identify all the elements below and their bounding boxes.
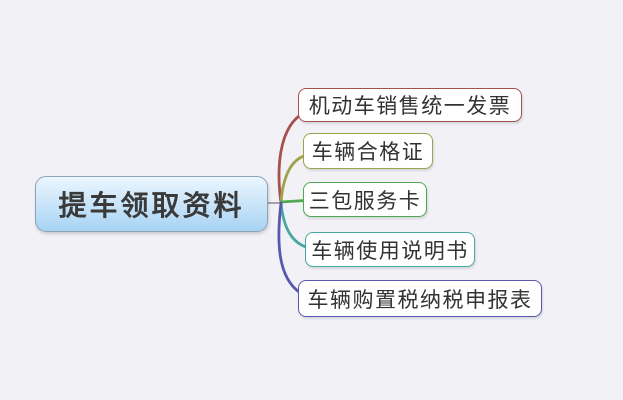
branch-node-label: 车辆使用说明书 xyxy=(311,238,469,263)
branch-connector-1 xyxy=(277,114,301,205)
root-node[interactable]: 提车领取资料 xyxy=(35,176,268,232)
branch-node-sales-invoice[interactable]: 机动车销售统一发票 xyxy=(298,88,522,122)
branch-node-label: 三包服务卡 xyxy=(308,188,422,213)
branch-connector-2 xyxy=(279,154,306,205)
branch-node-label: 车辆合格证 xyxy=(311,140,425,164)
branch-connector-5 xyxy=(277,201,301,294)
branch-node-vehicle-certificate[interactable]: 车辆合格证 xyxy=(303,133,433,169)
branch-node-label: 机动车销售统一发票 xyxy=(308,94,512,118)
branch-node-purchase-tax-form[interactable]: 车辆购置税纳税申报表 xyxy=(298,280,542,317)
root-node-label: 提车领取资料 xyxy=(58,191,245,222)
branch-node-warranty-card[interactable]: 三包服务卡 xyxy=(303,182,427,217)
branch-connector-3 xyxy=(279,199,307,204)
branch-node-label: 车辆购置税纳税申报表 xyxy=(307,287,533,312)
branch-node-user-manual[interactable]: 车辆使用说明书 xyxy=(305,232,475,267)
